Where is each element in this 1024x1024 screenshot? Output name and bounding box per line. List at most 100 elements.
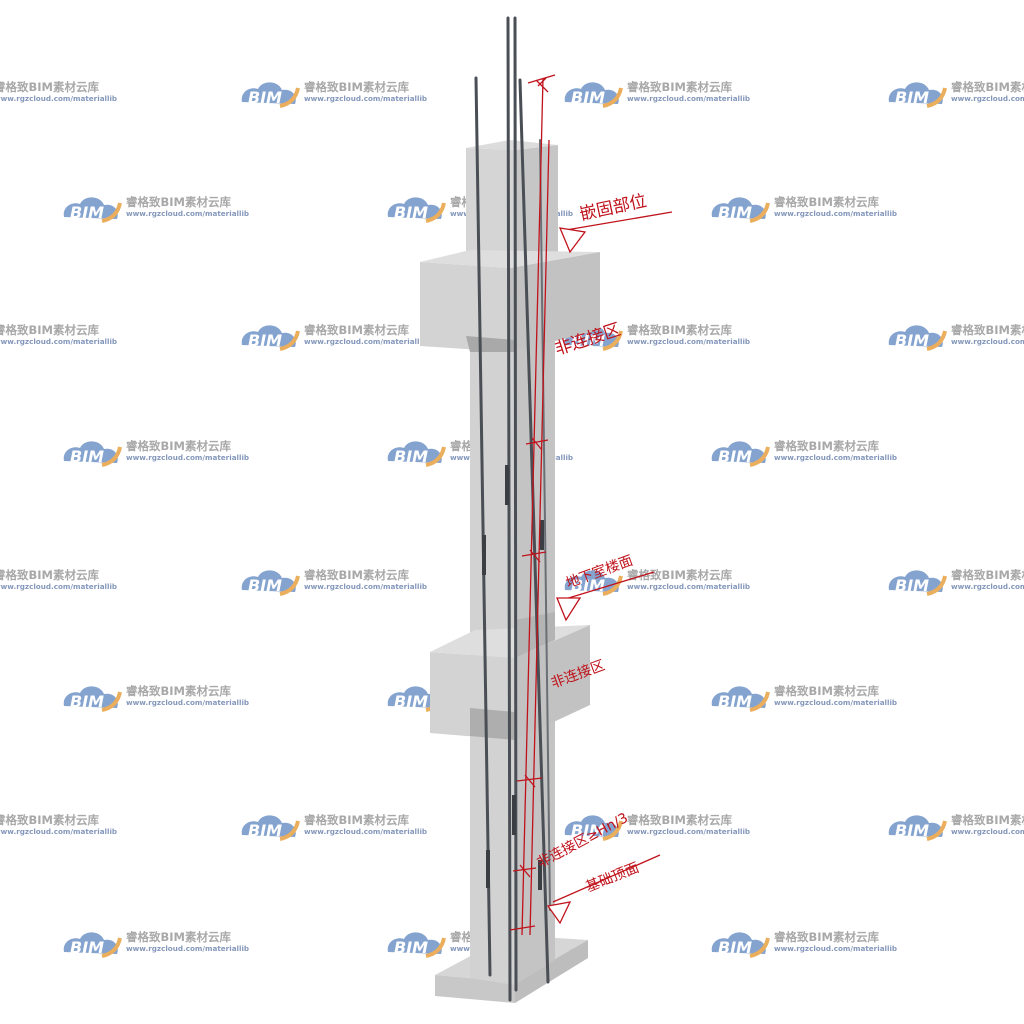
watermark-tile: BIM睿格致BIM素材云库www.rgzcloud.com/materialli… [0,80,117,103]
watermark-tile: BIM 睿格致BIM素材云库www.rgzcloud.com/materialli… [564,813,750,841]
dim-tick [512,864,537,878]
watermark-cloud-icon [888,325,943,347]
watermark-logo-text: BIM [70,203,104,222]
watermark-swoosh-icon [101,202,122,223]
watermark-swoosh-icon [279,330,300,351]
watermark-swoosh-icon [101,937,122,958]
label-foundation-top: 基础顶面 [583,859,641,896]
watermark-tile: BIM 睿格致BIM素材云库www.rgzcloud.com/materialli… [564,568,750,596]
watermark-url: www.rgzcloud.com/materiallib [627,337,750,346]
watermark-logo-text: BIM [571,576,605,595]
watermark-swoosh-icon [425,937,446,958]
rebar-back [539,139,551,911]
watermark-brand: 睿格致BIM素材云库 [627,813,732,827]
splice-mark [486,850,490,888]
watermark-url: www.rgzcloud.com/materiallib [627,582,750,591]
watermark-url: www.rgzcloud.com/materiallib [126,698,249,707]
watermark-logo-text: BIM [895,576,929,595]
watermark-cloud-icon [564,815,619,837]
watermark-logo-text: BIM [718,938,752,957]
watermark-url: www.rgzcloud.com/materiallib [304,582,427,591]
watermark-swoosh-icon [602,87,623,108]
rebar-group [474,16,551,1002]
watermark-logo-text: BIM [248,821,282,840]
watermark-tile: BIM睿格致BIM素材云库www.rgzcloud.com/materialli… [888,813,1024,841]
watermark-logo-text: BIM [895,88,929,107]
watermark-tile: BIM睿格致BIM素材云库www.rgzcloud.com/materialli… [63,195,249,223]
watermark-cloud-icon [387,197,442,219]
watermark-swoosh-icon [749,202,770,223]
watermark-swoosh-icon [926,820,947,841]
watermark-brand: 睿格致BIM素材云库 [126,684,231,698]
rebar-center-b [513,16,518,992]
watermark-cloud-icon [564,325,619,347]
watermark-url: www.rgzcloud.com/materiallib [951,337,1024,346]
upper-beam-top [420,250,600,268]
watermark-url: www.rgzcloud.com/materiallib [304,337,427,346]
watermark-cloud-icon [63,197,118,219]
watermark-cloud-icon [711,197,766,219]
watermark-logo-text: BIM [394,692,428,711]
watermark-brand: 睿格致BIM素材云库 [627,323,732,337]
rebar-center-a [506,16,512,1002]
upper-beam-front [420,262,510,352]
watermark-tile: BIM 睿格致BIM素材云库www.rgzcloud.com/materialli… [241,568,427,596]
watermark-url: www.rgzcloud.com/materiallib [0,337,117,346]
watermark-brand: 睿格致BIM素材云库 [0,568,99,582]
watermark-cloud-icon [387,932,442,954]
watermark-url: www.rgzcloud.com/materiallib [774,209,897,218]
watermark-tile: BIM 睿格致BIM素材云库www.rgzcloud.com/materialli… [241,813,427,841]
watermark-url: www.rgzcloud.com/materiallib [951,94,1024,103]
watermark-tile: BIM睿格致BIM素材云库www.rgzcloud.com/materialli… [711,195,897,223]
watermark-brand: 睿格致BIM素材云库 [304,323,409,337]
watermark-tile: BIM睿格致BIM素材云库www.rgzcloud.com/materialli… [0,813,117,836]
watermark-swoosh-icon [101,446,122,467]
watermark-brand: 睿格致BIM素材云库 [304,813,409,827]
dim-tick [509,925,536,931]
watermark-swoosh-icon [279,87,300,108]
watermark-tile: BIM睿格致BIM素材云库www.rgzcloud.com/materialli… [0,568,117,591]
watermark-cloud-icon [711,686,766,708]
watermark-brand: 睿格致BIM素材云库 [951,323,1024,337]
watermark-tile: BIM睿格致BIM素材云库www.rgzcloud.com/materialli… [888,323,1024,351]
watermark-tile: BIM睿格致BIM素材云库www.rgzcloud.com/materialli… [0,323,117,346]
watermark-logo-text: BIM [248,576,282,595]
watermark-cloud-icon [888,82,943,104]
watermark-swoosh-icon [926,87,947,108]
watermark-url: www.rgzcloud.com/materiallib [627,827,750,836]
watermark-logo-text: BIM [248,331,282,350]
leader-basement [561,571,655,601]
watermark-brand: 睿格致BIM素材云库 [627,568,732,582]
watermark-tile: BIM睿格致BIM素材云库www.rgzcloud.com/materialli… [888,80,1024,108]
watermark-swoosh-icon [749,937,770,958]
watermark-swoosh-icon [602,330,623,351]
watermark-tile: BIM 睿格致BIM素材云库www.rgzcloud.com/materialli… [241,323,427,351]
rebar-left [474,76,492,977]
watermark-logo-text: BIM [571,331,605,350]
watermark-swoosh-icon [101,691,122,712]
watermark-url: www.rgzcloud.com/materiallib [304,94,427,103]
watermark-url: www.rgzcloud.com/materiallib [0,582,117,591]
watermark-tile: BIM睿格致BIM素材云库www.rgzcloud.com/materialli… [241,80,427,108]
watermark-cloud-icon [711,441,766,463]
watermark-logo-text: BIM [571,821,605,840]
watermark-brand: 睿格致BIM素材云库 [0,813,99,827]
column-top [466,140,558,150]
watermark-swoosh-icon [425,202,446,223]
watermark-swoosh-icon [425,446,446,467]
watermark-url: www.rgzcloud.com/materiallib [126,453,249,462]
marker-triangle [556,597,582,622]
watermark-tile: BIM睿格致BIM素材云库www.rgzcloud.com/materialli… [711,684,897,712]
label-embed-position: 嵌固部位 [578,191,649,225]
watermark-cloud-icon [241,815,296,837]
watermark-swoosh-icon [749,691,770,712]
watermark-logo-text: BIM [718,447,752,466]
watermark-tile: BIM睿格致BIM素材云库www.rgzcloud.com/materialli… [564,80,750,108]
watermark-brand: 睿格致BIM素材云库 [304,568,409,582]
watermark-tile: BIM睿格致BIM素材云库www.rgzcloud.com/materialli… [888,568,1024,596]
watermark-url: www.rgzcloud.com/materiallib [304,827,427,836]
upper-beam-side [510,252,600,352]
watermark-brand: 睿格致BIM素材云库 [304,80,409,94]
watermark-logo-text: BIM [718,692,752,711]
splice-mark [512,795,516,835]
